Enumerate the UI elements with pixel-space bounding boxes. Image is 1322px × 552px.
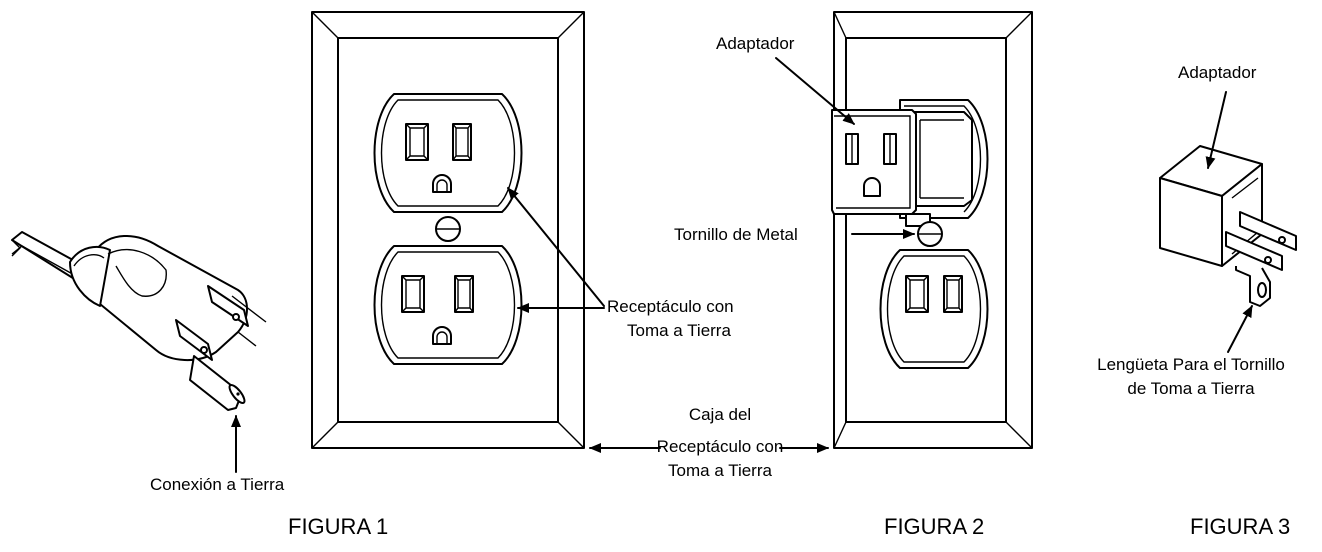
metal-screw-label: Tornillo de Metal <box>674 225 798 244</box>
tab-arrow <box>1227 305 1253 353</box>
receptacle-arrow-top <box>507 187 605 307</box>
grounded-receptacle-label-line1: Receptáculo con <box>607 297 734 316</box>
grounded-receptacle-label-line2: Toma a Tierra <box>627 321 731 340</box>
grounding-tab-label-line1: Lengüeta Para el Tornillo <box>1097 355 1285 374</box>
adapter-fig2-arrow <box>775 57 855 125</box>
grounding-tab-label-line2: de Toma a Tierra <box>1127 379 1255 398</box>
figure-2-caption: FIGURA 2 <box>884 514 985 539</box>
ground-connection-label: Conexión a Tierra <box>150 475 285 494</box>
figure-3-caption: FIGURA 3 <box>1190 514 1291 539</box>
grounded-plug-illustration <box>11 231 267 411</box>
grounded-receptacle-plate <box>311 11 585 449</box>
receptacle-box-label-line1: Caja del <box>688 405 752 424</box>
adapter-fig3-arrow <box>1205 91 1227 169</box>
figure-1-caption: FIGURA 1 <box>288 514 389 539</box>
adapter-fig3-label: Adaptador <box>1178 63 1257 82</box>
receptacle-box-label-line3: Toma a Tierra <box>668 461 772 480</box>
receptacle-with-adapter <box>831 11 1033 449</box>
adapter-illustration <box>1159 145 1297 307</box>
adapter-fig2-label: Adaptador <box>716 34 795 53</box>
receptacle-box-label-line2: Receptáculo con <box>656 437 784 456</box>
